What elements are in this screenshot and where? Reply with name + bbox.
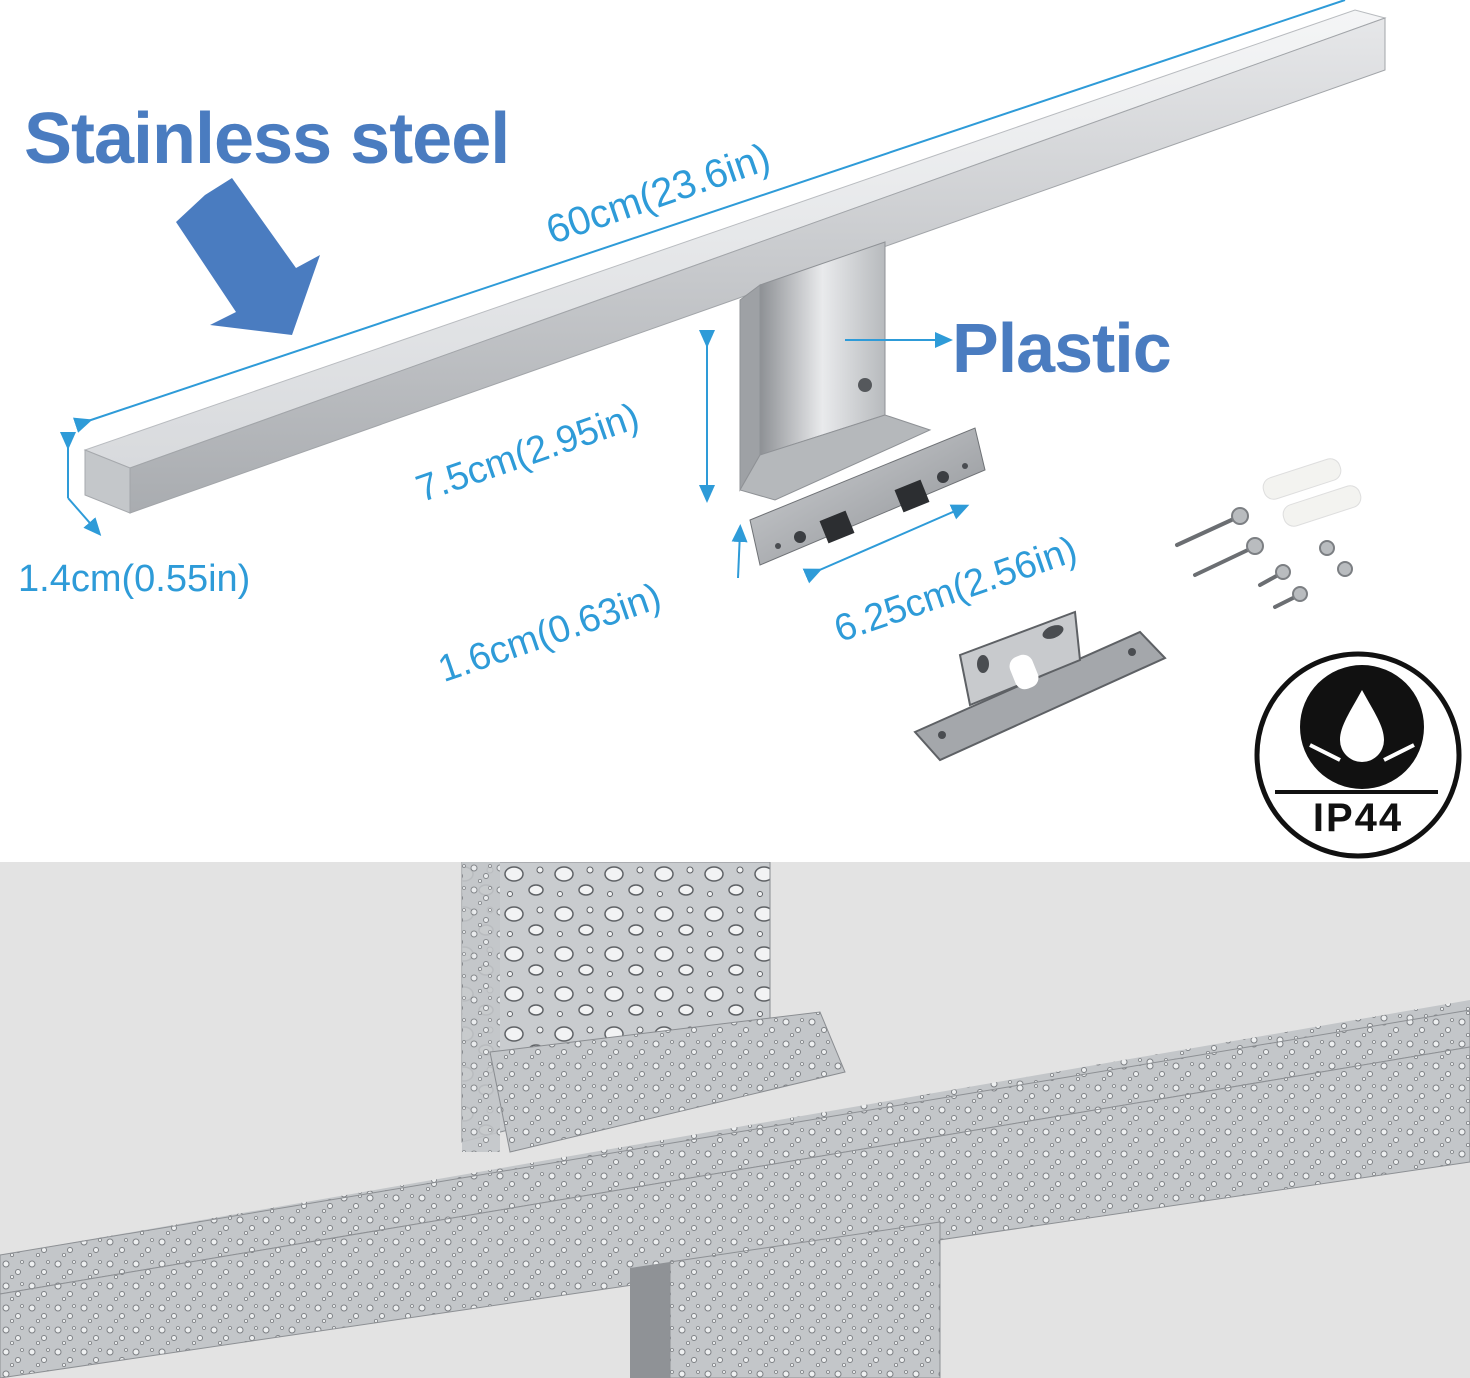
dimension-lines bbox=[60, 0, 1346, 584]
plastic-label: Plastic bbox=[952, 309, 1172, 387]
stainless-pointer-arrow bbox=[176, 178, 320, 335]
stainless-steel-label: Stainless steel bbox=[24, 99, 510, 179]
water-drop-icon bbox=[1340, 690, 1384, 762]
lamp-diagram bbox=[60, 0, 1462, 859]
water-resistance-photo bbox=[0, 862, 1470, 1378]
light-bar bbox=[83, 9, 1387, 514]
ip44-badge bbox=[1254, 651, 1462, 859]
wet-lamp-closeup bbox=[0, 862, 1470, 1378]
ip44-badge-text: IP44 bbox=[1312, 796, 1404, 840]
support-arm bbox=[739, 241, 932, 501]
wall-bracket bbox=[913, 610, 1167, 762]
product-diagram-panel: Stainless steel Plastic 60cm(23.6in) 7.5… bbox=[18, 0, 1462, 859]
bar-thickness-dimension: 1.4cm(0.55in) bbox=[18, 558, 251, 600]
wall-anchors bbox=[1262, 458, 1362, 527]
screws bbox=[1175, 507, 1353, 609]
